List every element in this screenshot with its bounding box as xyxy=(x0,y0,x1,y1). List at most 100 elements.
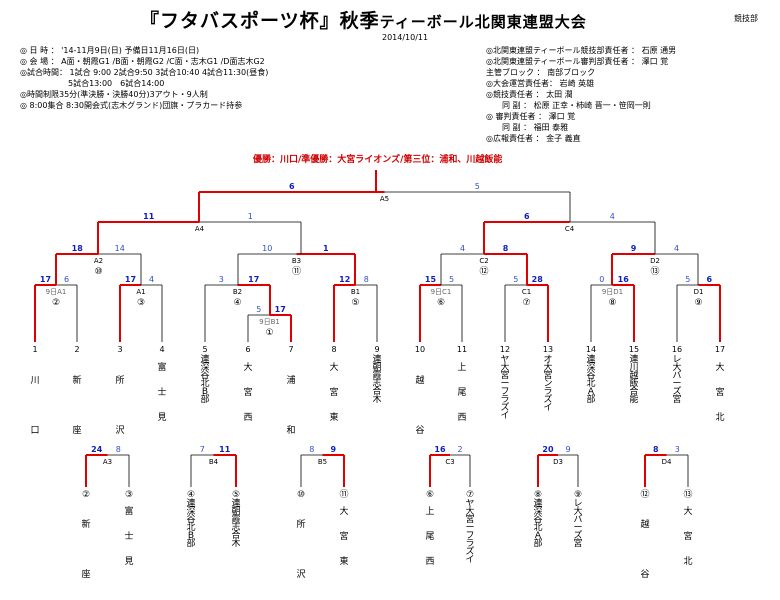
info-line: ◎時間制限35分(準決勝・決勝40分)3アウト・9人制 xyxy=(20,90,208,99)
team-number: 1 xyxy=(32,345,37,354)
info-line: ◎大会運営責任者： 岩崎 英雄 xyxy=(486,79,595,88)
team-name: 川 口 xyxy=(30,376,40,436)
match-a1-day9-right-score: 6 xyxy=(64,275,69,284)
match-d2-left-score: 9 xyxy=(631,244,637,253)
match-a2-left-score: 18 xyxy=(72,244,84,253)
match-b1-right-score: 8 xyxy=(364,275,369,284)
team-name: 連 深 谷 北 B 部 xyxy=(200,355,210,405)
match-a1-day9-left-score: 17 xyxy=(40,275,51,284)
match-c4-left-score: 6 xyxy=(524,212,530,221)
team-name: 大 宮 東 xyxy=(329,363,339,423)
match-a5-final-left-score: 6 xyxy=(289,182,295,191)
match-c4-label: C4 xyxy=(565,225,575,233)
info-line: 主管ブロック ： 南部ブロック xyxy=(486,68,596,77)
match-a4-right-score: 1 xyxy=(248,212,253,221)
consolation-d4-label: D4 xyxy=(662,458,672,466)
match-d1-label: D1 xyxy=(694,288,704,296)
match-b2-left-score: 3 xyxy=(219,275,224,284)
consolation-d3-label: D3 xyxy=(553,458,563,466)
match-a1-day9-label: 9日A1 xyxy=(46,288,67,296)
match-c2-right-score: 8 xyxy=(503,244,509,253)
consolation-a3-a-number: ② xyxy=(82,490,90,500)
match-a1-day9-number: ② xyxy=(52,298,60,308)
team-name: レ 大 バ ー ズ 宮 xyxy=(672,355,682,405)
match-b2-label: B2 xyxy=(233,288,242,296)
match-c2-label: C2 xyxy=(479,257,488,265)
match-b1-number: ⑤ xyxy=(351,298,359,308)
team-number: 13 xyxy=(543,345,553,354)
consolation-b5-a-number: ⑩ xyxy=(297,490,305,500)
consolation-team-name: レ 大 バ ー ズ 宮 xyxy=(573,499,583,549)
match-b1-label: B1 xyxy=(351,288,360,296)
team-number: 4 xyxy=(159,345,164,354)
match-d2-right-score: 4 xyxy=(674,244,679,253)
match-a5-final-label: A5 xyxy=(380,195,389,203)
info-line: ◎ 8:00集合 8:30開会式(志木グランド)団旗・プラカード持参 xyxy=(20,101,243,110)
team-number: 11 xyxy=(457,345,467,354)
match-a4-left-score: 11 xyxy=(143,212,155,221)
team-name: 富 士 見 xyxy=(157,363,167,423)
match-a2-label: A2 xyxy=(94,257,103,265)
consolation-b4-left-score: 7 xyxy=(200,445,205,454)
consolation-team-name: 上 尾 西 xyxy=(425,507,435,567)
match-c1-day9-number: ⑥ xyxy=(437,298,445,308)
consolation-team-name: 大 宮 東 xyxy=(339,507,349,567)
consolation-d3-a-number: ⑧ xyxy=(534,490,542,500)
info-line: ◎試合時間： 1試合 9:00 2試合9:50 3試合10:40 4試合11:3… xyxy=(20,68,269,77)
consolation-b5-right-score: 9 xyxy=(330,445,336,454)
consolation-d4-b-number: ⑬ xyxy=(683,489,692,500)
consolation-c3-a-number: ⑥ xyxy=(426,490,434,500)
team-name: 大 宮 西 xyxy=(243,363,253,423)
consolation-a3-label: A3 xyxy=(103,458,112,466)
match-c1-day9-left-score: 15 xyxy=(425,275,437,284)
match-a1-left-score: 17 xyxy=(125,275,136,284)
team-number: 2 xyxy=(74,345,79,354)
consolation-b5-left-score: 8 xyxy=(309,445,314,454)
team-number: 9 xyxy=(374,345,379,354)
staff-info-right: ◎北関東連盟ティーボール競技部責任者 ： 石原 通男 ◎北関東連盟ティーボール審… xyxy=(486,45,676,144)
consolation-d3-b-number: ⑨ xyxy=(574,490,582,500)
team-number: 15 xyxy=(629,345,639,354)
consolation-a3-right-score: 8 xyxy=(116,445,121,454)
team-name: 連 深 谷 北 A 部 xyxy=(586,355,596,405)
consolation-b4-right-score: 11 xyxy=(219,445,231,454)
match-c1-left-score: 5 xyxy=(513,275,518,284)
title-main: 『フタバスポーツ杯』秋季 xyxy=(140,10,380,32)
consolation-b4-label: B4 xyxy=(209,458,219,466)
team-number: 10 xyxy=(415,345,425,354)
match-d1-day9-label: 9日D1 xyxy=(602,288,623,296)
match-d1-day9-right-score: 16 xyxy=(618,275,630,284)
match-c1-right-score: 28 xyxy=(532,275,544,284)
match-a1-number: ③ xyxy=(137,298,145,308)
consolation-a3-left-score: 24 xyxy=(91,445,103,454)
match-b1-day9-label: 9日B1 xyxy=(259,318,280,326)
team-number: 17 xyxy=(715,345,725,354)
match-b1-left-score: 12 xyxy=(339,275,350,284)
event-info-left: ◎ 日 時 ： '14-11月9日(日) 予備日11月16日(日) ◎ 会 場 … xyxy=(20,45,268,111)
consolation-b4-b-number: ⑤ xyxy=(232,490,240,500)
info-line: 同 副 ： 福田 泰雅 xyxy=(486,123,569,132)
match-b1-day9-right-score: 17 xyxy=(275,305,286,314)
match-c4-right-score: 4 xyxy=(610,212,615,221)
match-c1-day9-label: 9日C1 xyxy=(431,288,452,296)
consolation-c3-right-score: 2 xyxy=(457,445,462,454)
consolation-b5-label: B5 xyxy=(318,458,327,466)
match-b2-number: ④ xyxy=(233,298,241,308)
match-d1-day9-left-score: 0 xyxy=(599,275,604,284)
team-name: 連 川 越 飯 合 能 xyxy=(629,355,639,405)
match-c1-number: ⑦ xyxy=(522,298,530,308)
consolation-d4-left-score: 8 xyxy=(653,445,659,454)
info-line: 同 副 ： 松原 正幸・柿崎 晋一・笹岡一則 xyxy=(486,101,651,110)
consolation-b4-a-number: ④ xyxy=(187,490,195,500)
consolation-team-name: 富 士 見 xyxy=(124,507,134,567)
match-a1-right-score: 4 xyxy=(149,275,154,284)
team-name: 新 座 xyxy=(72,376,82,436)
consolation-team-name: ヤ 大 宮 ー フ ラ ズ イ xyxy=(465,499,475,565)
info-line: ◎ 会 場 ： A面・朝霞G1 /B面・朝霞G2 /C面・志木G1 /D面志木G… xyxy=(20,57,265,66)
match-c2-left-score: 4 xyxy=(460,244,465,253)
team-number: 16 xyxy=(672,345,682,354)
info-line: ◎北関東連盟ティーボール競技部責任者 ： 石原 通男 xyxy=(486,46,677,55)
match-b3-left-score: 10 xyxy=(262,244,272,253)
match-b3-label: B3 xyxy=(292,257,301,265)
